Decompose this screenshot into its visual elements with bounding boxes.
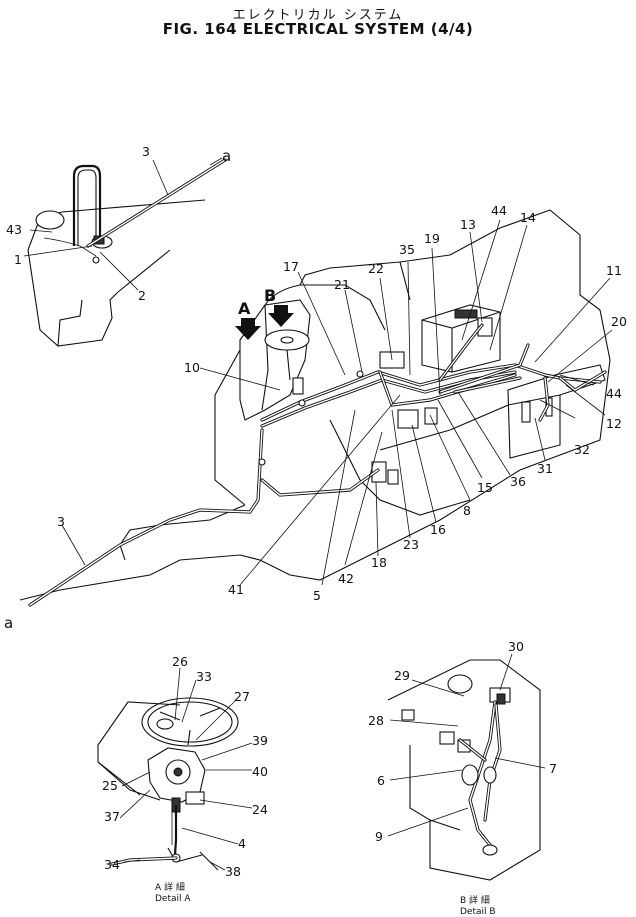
detail-b-caption-jp: B 詳 細 [460, 894, 490, 906]
callout-37: 37 [104, 809, 120, 824]
callout-40: 40 [252, 764, 268, 779]
callout-3-top: 3 [142, 144, 150, 159]
callout-28: 28 [368, 713, 384, 728]
callout-2: 2 [138, 288, 146, 303]
callout-42: 42 [338, 571, 354, 586]
callout-43: 43 [6, 222, 22, 237]
main-assembly [19, 209, 611, 607]
callout-7: 7 [549, 761, 557, 776]
callout-27: 27 [234, 689, 250, 704]
callout-29: 29 [394, 668, 410, 683]
callout-26: 26 [172, 654, 188, 669]
callout-34: 34 [104, 857, 120, 872]
callout-16: 16 [430, 522, 446, 537]
callout-39: 39 [252, 733, 268, 748]
title-japanese: エレクトリカル システム [232, 8, 404, 23]
callout-25: 25 [102, 778, 118, 793]
callout-44-right: 44 [606, 386, 622, 401]
callout-15: 15 [477, 480, 493, 495]
callout-21: 21 [334, 277, 350, 292]
callout-11: 11 [606, 263, 622, 278]
callout-18: 18 [371, 555, 387, 570]
callout-33: 33 [196, 669, 212, 684]
detail-a-leaders [119, 667, 253, 871]
detail-b-leaders [387, 653, 546, 837]
main-leader-lines [23, 157, 613, 586]
callout-10: 10 [184, 360, 200, 375]
view-arrow-b-label: B [264, 286, 276, 305]
detail-a-callouts: 26 33 27 39 40 25 24 37 4 34 38 [102, 654, 268, 879]
view-arrow-b: B [264, 286, 294, 327]
view-arrow-a: A [235, 299, 261, 340]
callout-38: 38 [225, 864, 241, 879]
callout-5: 5 [313, 588, 321, 603]
figure-title: FIG. 164 ELECTRICAL SYSTEM (4/4) [162, 20, 474, 38]
callout-4: 4 [238, 836, 246, 851]
detail-b-caption: Detail B [460, 907, 496, 917]
callout-19: 19 [424, 231, 440, 246]
callout-23: 23 [403, 537, 419, 552]
callout-20: 20 [611, 314, 627, 329]
detail-a-caption-jp: A 詳 細 [155, 881, 185, 893]
callout-8: 8 [463, 503, 471, 518]
callout-36: 36 [510, 474, 526, 489]
callout-41: 41 [228, 582, 244, 597]
callout-9: 9 [375, 829, 383, 844]
callout-12: 12 [606, 416, 622, 431]
callout-24: 24 [252, 802, 268, 817]
callout-1: 1 [14, 252, 22, 267]
detail-a-caption: Detail A [155, 894, 191, 904]
callout-6: 6 [377, 773, 385, 788]
callout-3-bottom: 3 [57, 514, 65, 529]
callout-32: 32 [574, 442, 590, 457]
end-marker-a-bottom: a [4, 614, 13, 632]
upper-left-inset [27, 158, 227, 347]
callout-14: 14 [520, 210, 536, 225]
callout-31: 31 [537, 461, 553, 476]
callout-30: 30 [508, 639, 524, 654]
detail-b-drawing [387, 659, 541, 881]
end-marker-a-top: a [222, 147, 231, 165]
view-arrow-a-label: A [238, 299, 251, 318]
callout-17: 17 [283, 259, 299, 274]
callout-13: 13 [460, 217, 476, 232]
main-callouts: 3 43 1 2 17 21 22 35 19 13 44 14 11 20 1… [6, 144, 627, 603]
detail-a-drawing [97, 697, 239, 871]
callout-44-top: 44 [491, 203, 507, 218]
callout-35: 35 [399, 242, 415, 257]
callout-22: 22 [368, 261, 384, 276]
detail-b-callouts: 30 29 28 7 6 9 [368, 639, 557, 844]
